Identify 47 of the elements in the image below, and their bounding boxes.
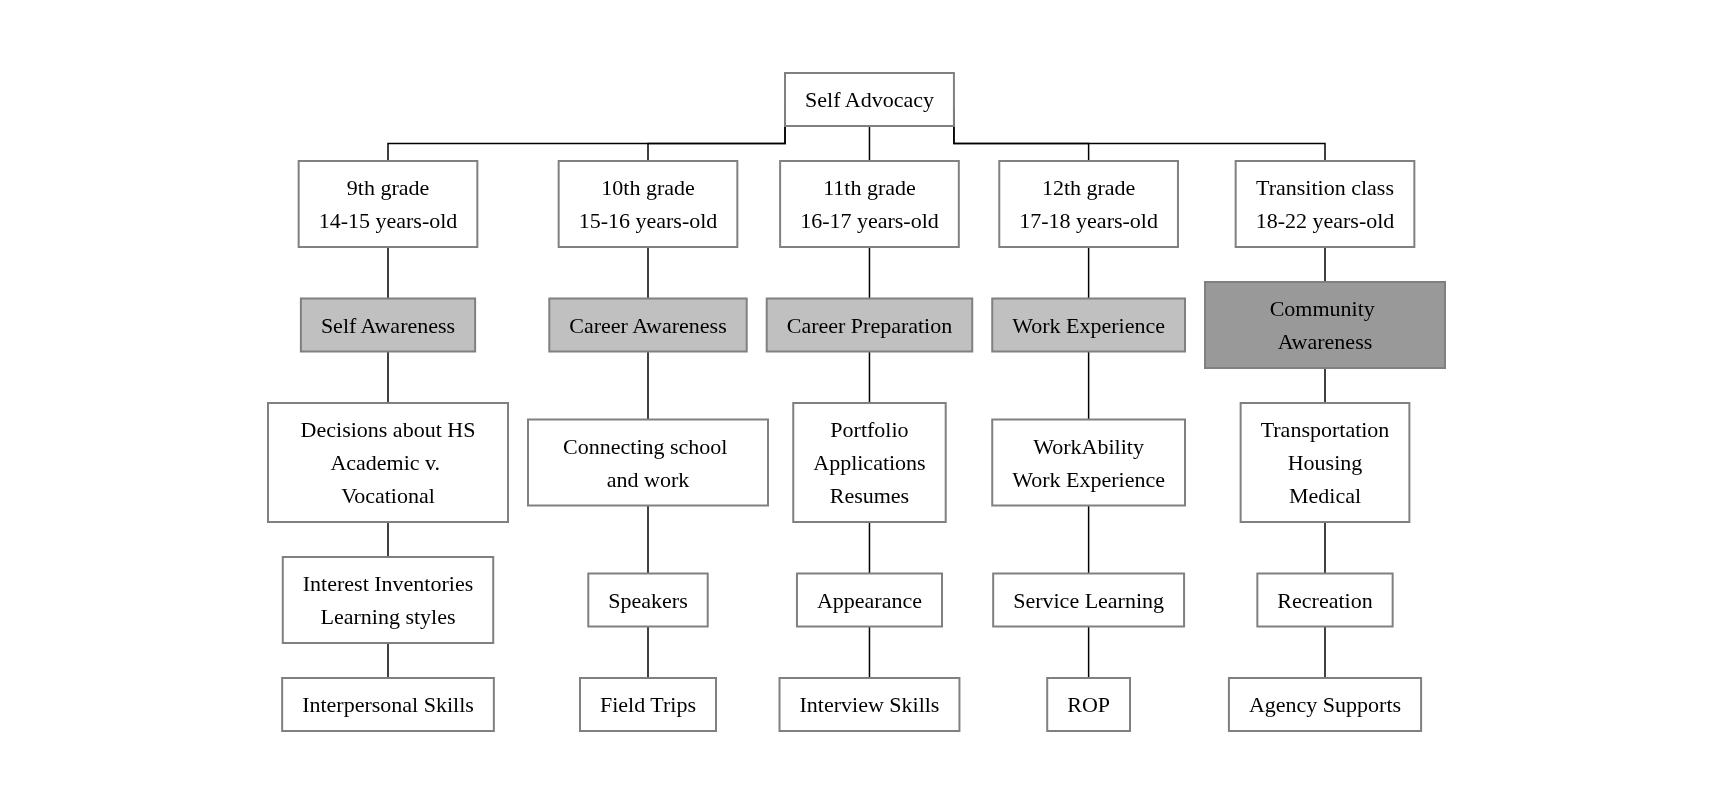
node-box: Self Awareness — [299, 297, 476, 353]
node-box: Transition class 18-22 years-old — [1234, 160, 1415, 248]
connector — [646, 246, 649, 300]
node-box: Portfolio Applications Resumes — [791, 402, 947, 523]
connector — [1323, 521, 1326, 575]
connector — [1087, 246, 1089, 300]
node-box: Interest Inventories Learning styles — [281, 556, 494, 644]
node-box: 11th grade 16-17 years-old — [778, 160, 960, 248]
node-box: Career Awareness — [547, 297, 748, 353]
node-box: Work Experience — [990, 297, 1186, 353]
connector — [386, 246, 389, 300]
connector — [1087, 504, 1089, 575]
node-box: Interview Skills — [778, 677, 960, 732]
connector — [386, 642, 389, 679]
node-box: Career Preparation — [765, 297, 973, 353]
node-box: 10th grade 15-16 years-old — [557, 160, 738, 248]
node-box: ROP — [1045, 677, 1131, 732]
node-box: Speakers — [586, 572, 709, 628]
node-box: 12th grade 17-18 years-old — [997, 160, 1179, 248]
connector — [386, 350, 389, 404]
connector — [386, 521, 389, 558]
connector — [868, 350, 870, 404]
connector — [1323, 367, 1326, 404]
node-box: Agency Supports — [1227, 677, 1422, 732]
connector — [1323, 625, 1326, 679]
node-box: Interpersonal Skills — [280, 677, 495, 732]
connector — [868, 625, 870, 679]
node-box: Recreation — [1255, 572, 1394, 628]
node-box: Service Learning — [991, 572, 1185, 628]
node-box: 9th grade 14-15 years-old — [297, 160, 478, 248]
node-box: WorkAbility Work Experience — [990, 418, 1186, 507]
node-box: Transportation Housing Medical — [1239, 402, 1410, 523]
node-box: Field Trips — [578, 677, 717, 732]
connector — [868, 521, 870, 575]
connector — [646, 350, 649, 421]
node-box: Self Advocacy — [783, 72, 955, 127]
connector — [646, 625, 649, 679]
node-box: Connecting school and work — [526, 418, 769, 507]
connector — [1087, 625, 1089, 679]
connector — [868, 246, 870, 300]
node-box: Community Awareness — [1203, 281, 1446, 369]
node-box: Appearance — [795, 572, 943, 628]
connector — [868, 125, 870, 162]
node-box: Decisions about HS Academic v. Vocational — [266, 402, 509, 523]
connector — [1087, 350, 1089, 421]
connector — [1323, 246, 1326, 283]
connector — [646, 504, 649, 575]
